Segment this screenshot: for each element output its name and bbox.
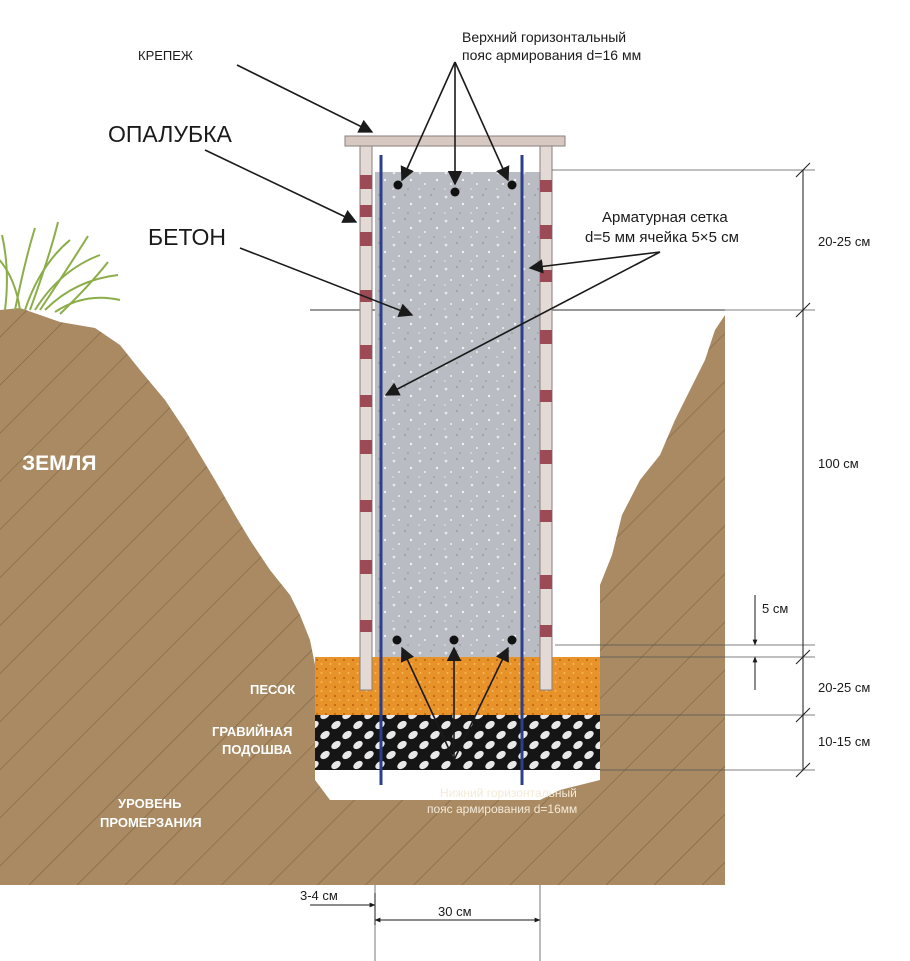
leader-arrows	[204, 61, 661, 761]
dim-width: 30 см	[438, 904, 472, 919]
gravel-bed	[315, 715, 600, 770]
formwork-left	[359, 144, 373, 691]
top-rebar-label-line2: пояс армирования d=16 мм	[462, 47, 641, 63]
dim-above-ground: 20-25 см	[818, 234, 870, 249]
dimension-extension-lines	[374, 169, 815, 961]
fastener-label: КРЕПЕЖ	[138, 48, 193, 63]
soil-left	[0, 308, 725, 885]
dim-sand: 20-25 см	[818, 680, 870, 695]
mesh-label-line1: Арматурная сетка	[602, 209, 728, 226]
bottom-rebar-dots	[392, 635, 517, 645]
formwork-right	[539, 144, 553, 691]
top-rebar-label-line1: Верхний горизонтальный	[462, 29, 626, 45]
vertical-dimension-lines	[752, 162, 811, 778]
concrete-body	[375, 172, 540, 657]
dim-wall-offset: 3-4 см	[300, 888, 338, 903]
bottom-rebar-label-line1: Нижний горизонтальный	[440, 786, 577, 800]
freeze-level-label-line1: УРОВЕНЬ	[118, 796, 182, 811]
grass-tuft	[0, 221, 121, 315]
sand-label: ПЕСОК	[250, 682, 295, 697]
gravel-label-line1: ГРАВИЙНАЯ	[212, 724, 292, 739]
earth-label: ЗЕМЛЯ	[22, 452, 96, 475]
sand-layer	[315, 657, 600, 715]
formwork-label: ОПАЛУБКА	[108, 121, 232, 147]
dim-depth: 100 см	[818, 456, 859, 471]
dim-cover: 5 см	[762, 601, 788, 616]
mesh-label-line2: d=5 мм ячейка 5×5 см	[585, 229, 739, 246]
concrete-label: БЕТОН	[148, 224, 226, 250]
gravel-label-line2: ПОДОШВА	[222, 742, 292, 757]
bottom-rebar-label-line2: пояс армирования d=16мм	[427, 802, 577, 816]
dim-gravel: 10-15 см	[818, 734, 870, 749]
top-rebar-dots	[393, 180, 517, 197]
freeze-level-label-line2: ПРОМЕРЗАНИЯ	[100, 815, 202, 830]
horizontal-dimension-lines	[310, 893, 541, 925]
